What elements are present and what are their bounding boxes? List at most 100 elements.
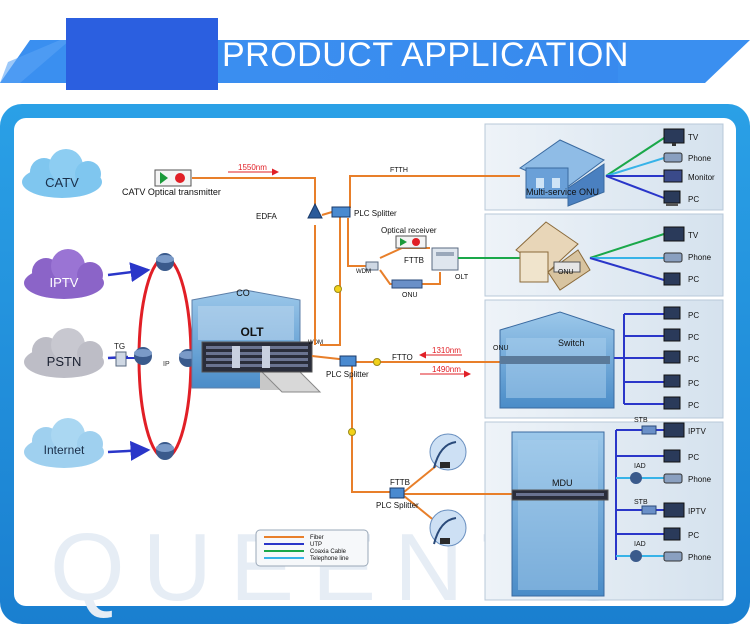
p1-tv: TV [688,133,699,142]
phone-icon [663,252,683,263]
ftto-label: FTTO [392,353,413,362]
computer-icon [663,190,681,206]
house-icon [515,221,591,291]
legend-utp: UTP [310,542,322,548]
cloud-internet: Internet [24,418,104,468]
p3-pc2: PC [688,333,699,342]
legend-fiber: Fiber [310,535,324,541]
fttb-bottom-label: FTTB [390,478,410,487]
ip-label: IP [163,361,170,368]
cloud-pstn: PSTN [24,328,104,378]
p4-iptv2: IPTV [688,507,706,516]
p4-phone2: Phone [688,553,712,562]
stb-box [641,425,657,435]
rack-server-icon [232,346,270,368]
p4-pc1: PC [688,453,699,462]
router-icon [156,253,174,271]
tv-icon [663,128,685,146]
olt-small-label: OLT [455,274,469,281]
computer-icon [663,350,681,364]
computer-icon [663,374,681,388]
p2-phone: Phone [688,253,712,262]
phone-icon [663,551,683,562]
nm1310-label: 1310nm [432,346,461,355]
mdu-label: MDU [552,478,573,488]
stb-box [641,505,657,515]
p4-iad2: IAD [634,541,646,548]
router-icon [156,442,174,460]
plc-splitter-3 [389,487,405,499]
p1-monitor: Monitor [688,173,715,182]
plc2-label: PLC Splitter [326,370,369,379]
olt-label: OLT [240,325,264,339]
apartment-building-icon [511,431,605,597]
iad-router [630,472,642,484]
plc1-label: PLC Splitter [354,209,397,218]
tv-icon [663,226,685,242]
house-icon [518,139,605,207]
p1-pc: PC [688,195,699,204]
ftth-label: FTTH [390,167,408,174]
tg-gateway: TG [114,342,127,367]
onu-office-label: ONU [493,345,509,352]
switch-label: Switch [558,338,585,348]
wdm-1 [365,261,379,271]
optical-receiver [395,235,427,249]
satellite-dish-icon [429,433,467,471]
olt-small [431,247,459,271]
computer-icon [663,527,681,541]
panel3-links [614,313,664,405]
onu-house-label: ONU [558,269,574,276]
legend-coax: Coaxia Cable [310,549,347,555]
catv-transmitter-label: CATV Optical transmitter [122,187,221,197]
onu-small-label: ONU [402,292,418,299]
panel1-links [605,137,665,199]
banner-title: PRODUCT APPLICATION [222,36,629,74]
banner: PRODUCT APPLICATION [0,0,750,100]
cloud-icon [24,328,104,378]
banner-ribbon [0,18,750,90]
router-icon [134,347,152,365]
office-building-icon [499,311,615,409]
optical-receiver-label: Optical receiver [381,226,437,235]
plc3-label: PLC Splitter [376,501,419,510]
p3-pc3: PC [688,355,699,364]
onu-small [391,279,423,289]
iad-router [630,550,642,562]
computer-icon [663,328,681,342]
olt-rack [201,341,313,373]
p4-phone1: Phone [688,475,712,484]
cloud-iptv: IPTV [24,249,104,299]
panel2-links [589,233,665,281]
edfa-amplifier [307,202,323,219]
p1-phone: Phone [688,154,712,163]
cloud-iptv-label: IPTV [50,275,79,290]
p2-pc: PC [688,275,699,284]
p3-pc5: PC [688,401,699,410]
edfa-label: EDFA [256,212,278,221]
panel4-links [615,429,664,560]
p4-stb2: STB [634,499,648,506]
p4-iad1: IAD [634,463,646,470]
plc-splitter-2 [339,355,357,367]
nm1490-label: 1490nm [432,365,461,374]
cloud-catv-label: CATV [45,175,79,190]
computer-icon [663,306,681,320]
p4-pc2: PC [688,531,699,540]
cloud-icon [24,249,104,299]
p2-tv: TV [688,231,699,240]
multi-onu-label: Multi-service ONU [526,187,599,197]
diagram-frame: QUEENTON CATV IPTV [0,100,750,631]
monitor-icon [663,169,683,183]
computer-icon [663,272,681,286]
nm1550-label: 1550nm [238,163,267,172]
tg-label: TG [114,342,125,351]
tv-icon [663,502,685,518]
rack-server-icon [511,489,609,501]
p3-pc1: PC [688,311,699,320]
catv-transmitter [154,169,192,187]
legend: Fiber UTP Coaxia Cable Telephone line [255,529,369,567]
cloud-catv: CATV [22,149,102,198]
phone-icon [663,473,683,484]
p4-stb1: STB [634,417,648,424]
